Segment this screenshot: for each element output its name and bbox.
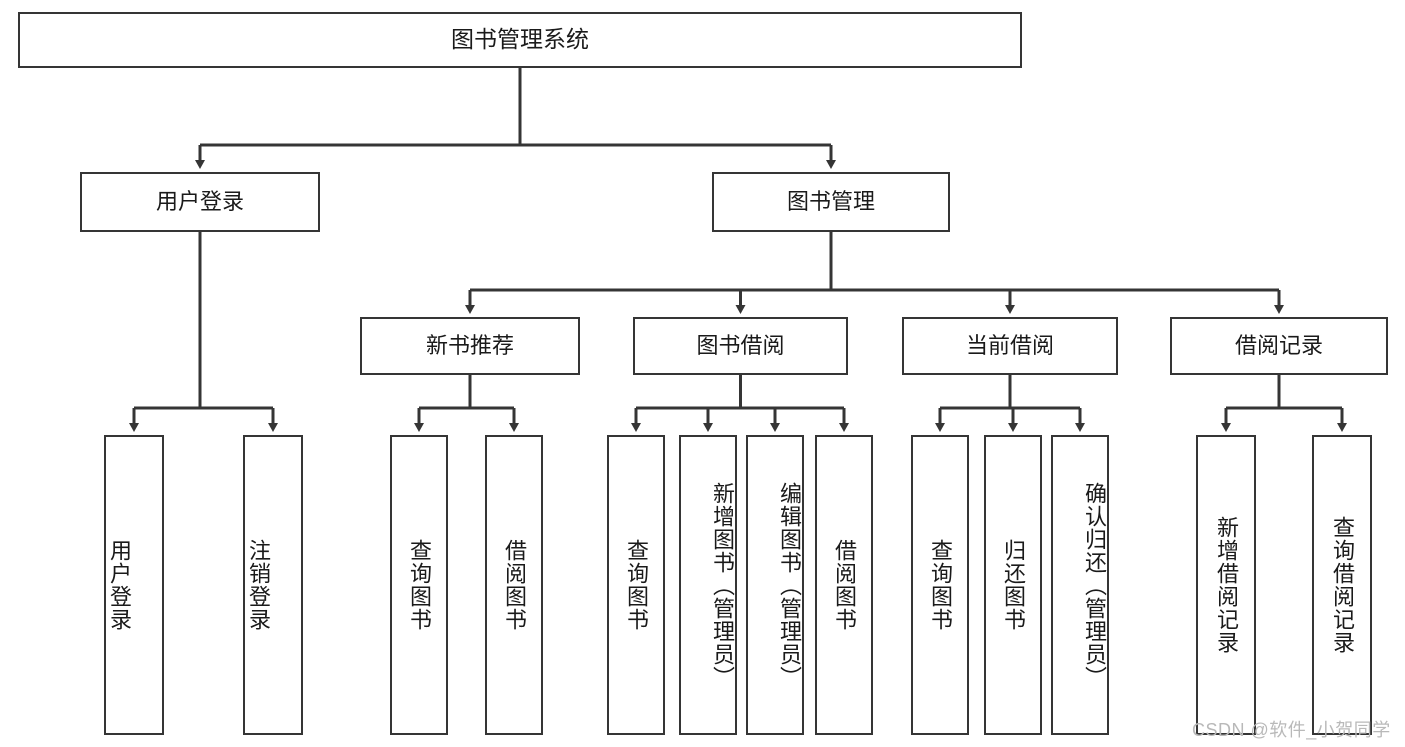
node-new-book-recommend[interactable]: 新书推荐: [360, 317, 580, 375]
node-leaf-query-book-2[interactable]: 查询图书: [607, 435, 665, 735]
node-current-borrow[interactable]: 当前借阅: [902, 317, 1118, 375]
node-leaf-user-login[interactable]: 用户登录: [104, 435, 164, 735]
node-leaf-add-book[interactable]: 新增图书（管理员）: [679, 435, 737, 735]
node-root[interactable]: 图书管理系统: [18, 12, 1022, 68]
node-leaf-query-borrow-record[interactable]: 查询借阅记录: [1312, 435, 1372, 735]
node-book-management[interactable]: 图书管理: [712, 172, 950, 232]
node-leaf-add-borrow-record[interactable]: 新增借阅记录: [1196, 435, 1256, 735]
node-leaf-edit-book[interactable]: 编辑图书（管理员）: [746, 435, 804, 735]
node-user-login[interactable]: 用户登录: [80, 172, 320, 232]
node-leaf-query-book-1[interactable]: 查询图书: [390, 435, 448, 735]
node-leaf-borrow-book-2[interactable]: 借阅图书: [815, 435, 873, 735]
node-leaf-logout-login[interactable]: 注销登录: [243, 435, 303, 735]
node-leaf-query-book-3[interactable]: 查询图书: [911, 435, 969, 735]
node-borrow-record[interactable]: 借阅记录: [1170, 317, 1388, 375]
node-leaf-confirm-return[interactable]: 确认归还（管理员）: [1051, 435, 1109, 735]
csdn-watermark: CSDN @软件_小贺同学: [1192, 720, 1391, 740]
node-book-borrow[interactable]: 图书借阅: [633, 317, 848, 375]
node-leaf-return-book[interactable]: 归还图书: [984, 435, 1042, 735]
node-leaf-borrow-book-1[interactable]: 借阅图书: [485, 435, 543, 735]
